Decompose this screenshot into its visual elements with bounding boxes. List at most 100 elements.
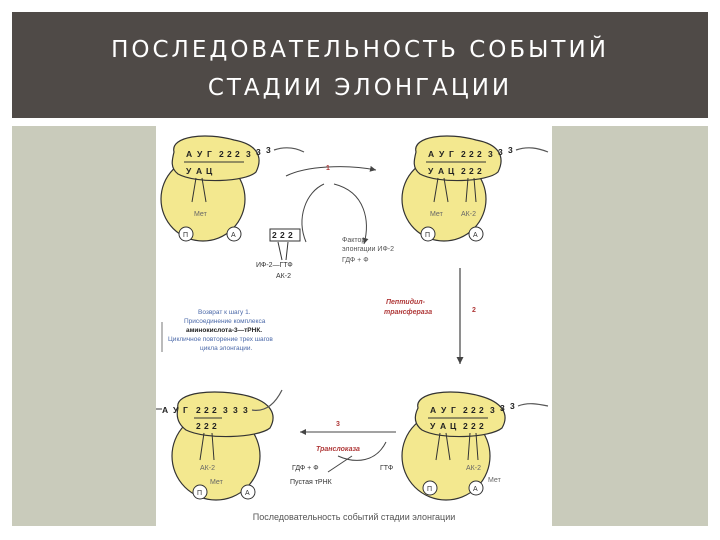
ribosome-1: А У Г 2 2 2 3 3 3 У А Ц Мет П А	[161, 136, 304, 241]
elongation-diagram: А У Г 2 2 2 3 3 3 У А Ц Мет П А А У Г 2 …	[156, 126, 552, 526]
anticodon-2b: 2	[471, 421, 476, 431]
ribosome-4: А У Г 2 2 2 3 3 3 У А Ц 2 2 2 АК-2 Мет П…	[402, 392, 548, 500]
anticodon-2b: 2	[469, 166, 474, 176]
return-line-1: Возврат к шагу 1.	[198, 309, 251, 316]
right-side-panel	[552, 126, 708, 526]
codon-3a: 3	[488, 149, 493, 159]
return-line-3: аминокислота-3—тРНК.	[186, 327, 262, 334]
site-a: А	[473, 232, 478, 239]
return-line-5: цикла элонгации.	[200, 345, 253, 352]
site-p: П	[427, 486, 432, 493]
anticodon-a: А	[196, 166, 202, 176]
codon-2c: 2	[212, 405, 217, 415]
codon-2c: 2	[235, 149, 240, 159]
codon-2b: 2	[469, 149, 474, 159]
site-a: А	[245, 490, 250, 497]
site-a: А	[231, 232, 236, 239]
met-label: Мет	[430, 211, 444, 218]
codon-g: Г	[451, 405, 456, 415]
anticodon-u: У	[186, 166, 192, 176]
codon-3a: 3	[490, 405, 495, 415]
codon-3c: 3	[266, 145, 271, 155]
site-a: А	[473, 486, 478, 493]
anticodon-c: Ц	[206, 166, 213, 176]
slide-title-line-1: ПОСЛЕДОВАТЕЛЬНОСТЬ СОБЫТИЙ	[12, 37, 708, 63]
slide-header: ПОСЛЕДОВАТЕЛЬНОСТЬ СОБЫТИЙ СТАДИИ ЭЛОНГА…	[12, 12, 708, 118]
return-line-2: Присоединение комплекса	[184, 318, 266, 325]
codon-3a: 3	[223, 405, 228, 415]
site-p: П	[197, 490, 202, 497]
codon-3b: 3	[498, 147, 503, 157]
anticodon-2b: 2	[204, 421, 209, 431]
met-label: Мет	[210, 479, 224, 486]
diagram-caption: Последовательность событий стадии элонга…	[156, 512, 552, 522]
step-2-group: Пептидил- трансфераза 2	[384, 268, 476, 364]
codon-a: А	[186, 149, 192, 159]
left-side-panel	[12, 126, 156, 526]
anticodon-c: Ц	[448, 166, 455, 176]
return-line-4: Цикличное повторение трех шагов	[168, 336, 273, 343]
codon-a: А	[162, 405, 168, 415]
anticodon-2a: 2	[461, 166, 466, 176]
met-label: Мет	[488, 477, 502, 484]
factor-anticodon-2c: 2	[288, 230, 293, 240]
site-p: П	[425, 232, 430, 239]
if2-gtp-label: ИФ-2—ГТФ	[256, 262, 293, 269]
ribosome-2: А У Г 2 2 2 3 3 3 У А Ц 2 2 2 Мет АК-2 П…	[402, 136, 548, 241]
anticodon-a: А	[438, 166, 444, 176]
codon-2c: 2	[477, 149, 482, 159]
codon-g: Г	[449, 149, 454, 159]
met-label: Мет	[194, 211, 208, 218]
anticodon-a: А	[440, 421, 446, 431]
codon-2a: 2	[196, 405, 201, 415]
codon-3a: 3	[246, 149, 251, 159]
anticodon-u: У	[428, 166, 434, 176]
ak2-label: АК-2	[466, 465, 481, 472]
codon-3c: 3	[243, 405, 248, 415]
codon-a: А	[428, 149, 434, 159]
empty-trna-label: Пустая тРНК	[290, 479, 333, 486]
factor-line2: элонгации ИФ-2	[342, 246, 394, 253]
codon-u: У	[173, 405, 179, 415]
gdp-f-label-bottom: ГДФ + Ф	[292, 465, 319, 472]
anticodon-2c: 2	[477, 166, 482, 176]
site-p: П	[183, 232, 188, 239]
codon-u: У	[441, 405, 447, 415]
step-3-group: 3 Транслоказа ГДФ + Ф ГТФ Пустая тРНК	[290, 421, 396, 486]
codon-u: У	[197, 149, 203, 159]
codon-3b: 3	[256, 147, 261, 157]
step-3-label: 3	[336, 421, 340, 428]
anticodon-u: У	[430, 421, 436, 431]
ak2-label: АК-2	[200, 465, 215, 472]
anticodon-2c: 2	[479, 421, 484, 431]
codon-3c: 3	[508, 145, 513, 155]
step-2-label: 2	[472, 307, 476, 314]
codon-2c: 2	[479, 405, 484, 415]
codon-a: А	[430, 405, 436, 415]
slide-title-line-2: СТАДИИ ЭЛОНГАЦИИ	[12, 75, 708, 101]
codon-3b: 3	[500, 403, 505, 413]
anticodon-2a: 2	[463, 421, 468, 431]
gdp-f-label: ГДФ + Ф	[342, 257, 369, 264]
factor-anticodon-2a: 2	[272, 230, 277, 240]
step-1-label: 1	[326, 165, 330, 172]
codon-3c: 3	[510, 401, 515, 411]
codon-2b: 2	[204, 405, 209, 415]
gtp-label: ГТФ	[380, 465, 393, 472]
ak2-label: АК-2	[461, 211, 476, 218]
codon-2b: 2	[471, 405, 476, 415]
factor-ak2-label: АК-2	[276, 273, 291, 280]
factor-label: Фактор	[342, 237, 365, 244]
return-note: Возврат к шагу 1. Присоединение комплекс…	[162, 309, 273, 352]
step-1-group: 1 2 2 2 ИФ-2—ГТФ АК-2 Фактор элонгации И…	[256, 165, 394, 280]
codon-g: Г	[183, 405, 188, 415]
anticodon-2a: 2	[196, 421, 201, 431]
anticodon-c: Ц	[450, 421, 457, 431]
ribosome-3: А У Г 2 2 2 3 3 3 2 2 2 АК-2 Мет П А	[156, 390, 282, 500]
factor-anticodon-2b: 2	[280, 230, 285, 240]
codon-g: Г	[207, 149, 212, 159]
translocase-label: Транслоказа	[316, 446, 360, 453]
codon-3b: 3	[233, 405, 238, 415]
codon-2a: 2	[463, 405, 468, 415]
codon-2b: 2	[227, 149, 232, 159]
